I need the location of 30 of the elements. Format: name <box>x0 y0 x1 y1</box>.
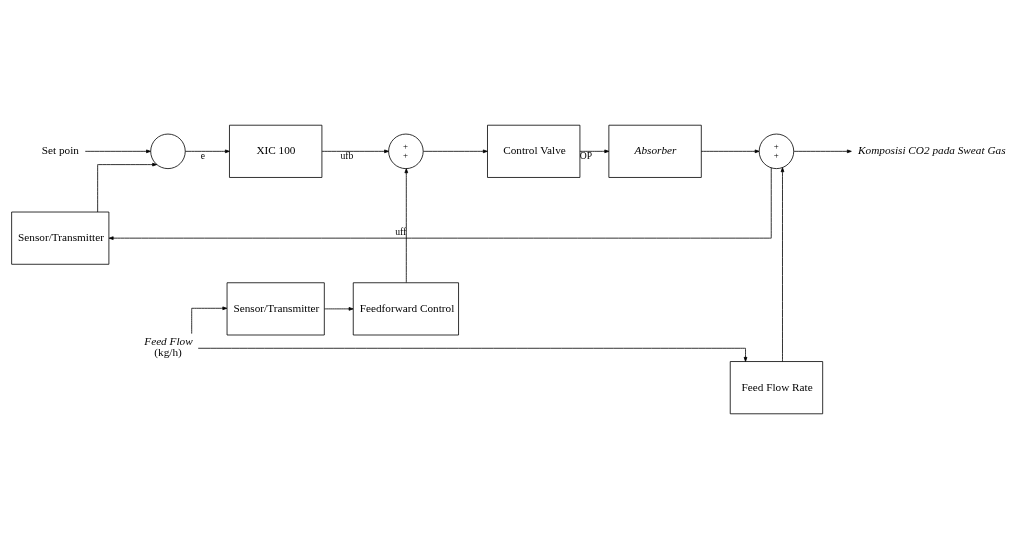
node-text: Set poin <box>41 144 79 157</box>
arrow <box>321 149 389 154</box>
node-text: Komposisi CO2 pada Sweat Gas <box>858 143 1006 156</box>
arrow <box>84 149 151 154</box>
edge-label: e <box>200 150 206 162</box>
arrow <box>191 306 228 334</box>
node-box: XIC 100 <box>229 124 323 178</box>
arrow <box>423 149 488 154</box>
arrow <box>184 149 230 154</box>
node-text: Feed Flow (kg/h) <box>144 335 193 359</box>
arrow <box>108 167 772 240</box>
arrow <box>780 167 785 362</box>
arrow <box>97 162 158 213</box>
arrow <box>579 149 610 154</box>
arrow <box>324 307 354 311</box>
node-circle: + + <box>388 133 424 169</box>
node-box: Sensor/Transmitter <box>226 282 325 336</box>
edge-label: OP <box>579 150 593 162</box>
arrow <box>700 149 760 154</box>
node-box: Feed Flow Rate <box>729 361 824 415</box>
node-circle: + + <box>758 133 795 169</box>
node-box: Absorber <box>608 124 702 178</box>
edge-label: ufb <box>340 150 354 162</box>
arrow <box>404 168 409 283</box>
node-box: Control Valve <box>487 124 581 178</box>
node-box: Feedforward Control <box>352 282 459 336</box>
arrow <box>197 347 748 362</box>
edge-label: uff <box>395 226 407 238</box>
node-box: Sensor/Transmitter <box>11 211 110 265</box>
arrow <box>793 149 852 154</box>
